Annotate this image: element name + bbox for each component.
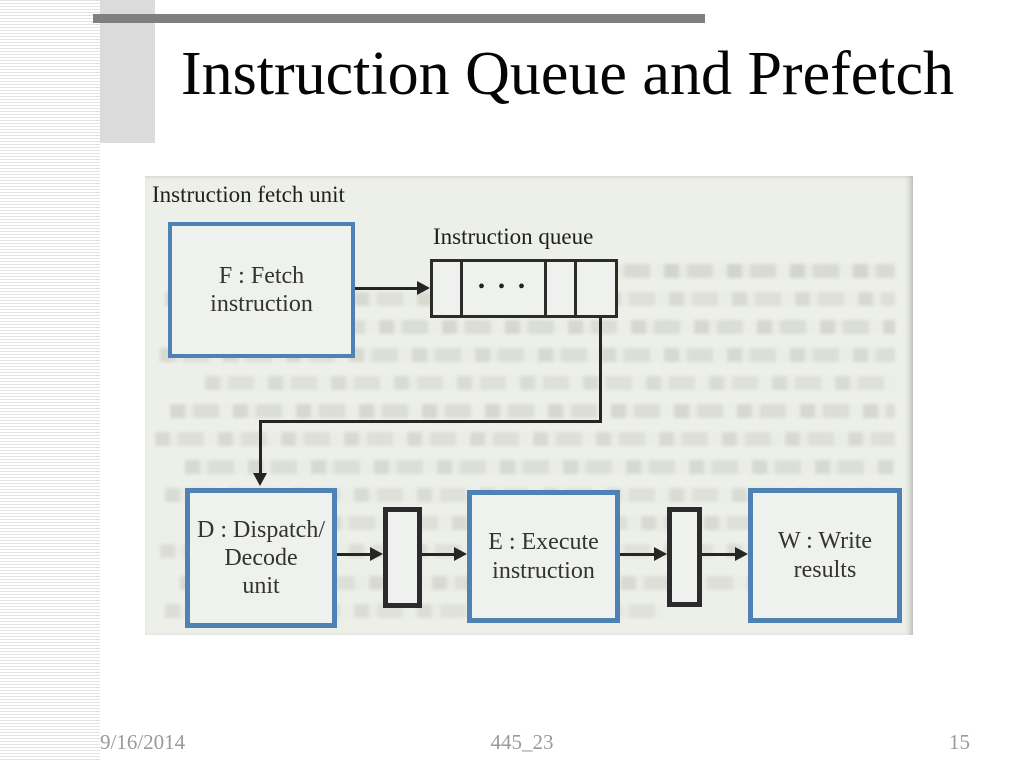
queue-ellipsis: • • • — [477, 276, 529, 298]
footer-page-number: 15 — [949, 730, 970, 754]
fetch-box-label: F : Fetch instruction — [210, 262, 313, 317]
footer-course-code: 445_23 — [490, 730, 554, 754]
page-bleed-through — [185, 460, 895, 474]
queue-to-dispatch-connector-seg3 — [259, 420, 262, 474]
slide-title: Instruction Queue and Prefetch — [181, 40, 955, 108]
arrow-dispatch-to-latch1-line — [337, 553, 371, 556]
instruction-queue: • • • — [430, 259, 618, 318]
instruction-fetch-unit-label: Instruction fetch unit — [152, 182, 345, 207]
write-box-label: W : Write results — [777, 528, 873, 583]
page-bleed-through — [190, 320, 895, 334]
arrow-dispatch-to-latch1-head — [370, 547, 383, 561]
queue-cell — [433, 262, 463, 315]
page-bleed-through — [155, 432, 895, 446]
pipeline-latch-1 — [383, 507, 422, 608]
arrow-latch1-to-execute-line — [422, 553, 455, 556]
queue-cell — [577, 262, 615, 315]
queue-cell — [547, 262, 577, 315]
page-bleed-through — [205, 376, 895, 390]
write-box: W : Write results — [748, 488, 902, 623]
arrow-latch1-to-execute-head — [454, 547, 467, 561]
instruction-queue-label: Instruction queue — [433, 224, 594, 249]
arrow-fetch-to-queue-line — [355, 287, 418, 290]
arrow-fetch-to-queue-head — [417, 281, 430, 295]
execute-box-label: E : Execute instruction — [488, 529, 599, 584]
horizontal-accent-bar — [93, 14, 705, 23]
queue-to-dispatch-connector-seg1 — [599, 318, 602, 423]
dispatch-box: D : Dispatch/ Decode unit — [185, 488, 337, 628]
page-bleed-through — [170, 404, 895, 418]
queue-to-dispatch-connector-head — [253, 473, 267, 486]
queue-cell: • • • — [463, 262, 547, 315]
execute-box: E : Execute instruction — [467, 490, 620, 623]
arrow-latch2-to-write-head — [735, 547, 748, 561]
arrow-latch2-to-write-line — [702, 553, 736, 556]
dispatch-box-label: D : Dispatch/ Decode unit — [197, 516, 325, 600]
left-stripe-pattern — [0, 0, 100, 762]
scanned-diagram: Instruction fetch unit Instruction queue… — [145, 176, 913, 635]
fetch-box: F : Fetch instruction — [168, 222, 355, 358]
queue-to-dispatch-connector-seg2 — [259, 420, 602, 423]
arrow-execute-to-latch2-head — [654, 547, 667, 561]
pipeline-latch-2 — [667, 507, 702, 607]
vertical-accent-bar — [100, 0, 155, 143]
arrow-execute-to-latch2-line — [620, 553, 655, 556]
footer-date: 9/16/2014 — [100, 730, 186, 754]
